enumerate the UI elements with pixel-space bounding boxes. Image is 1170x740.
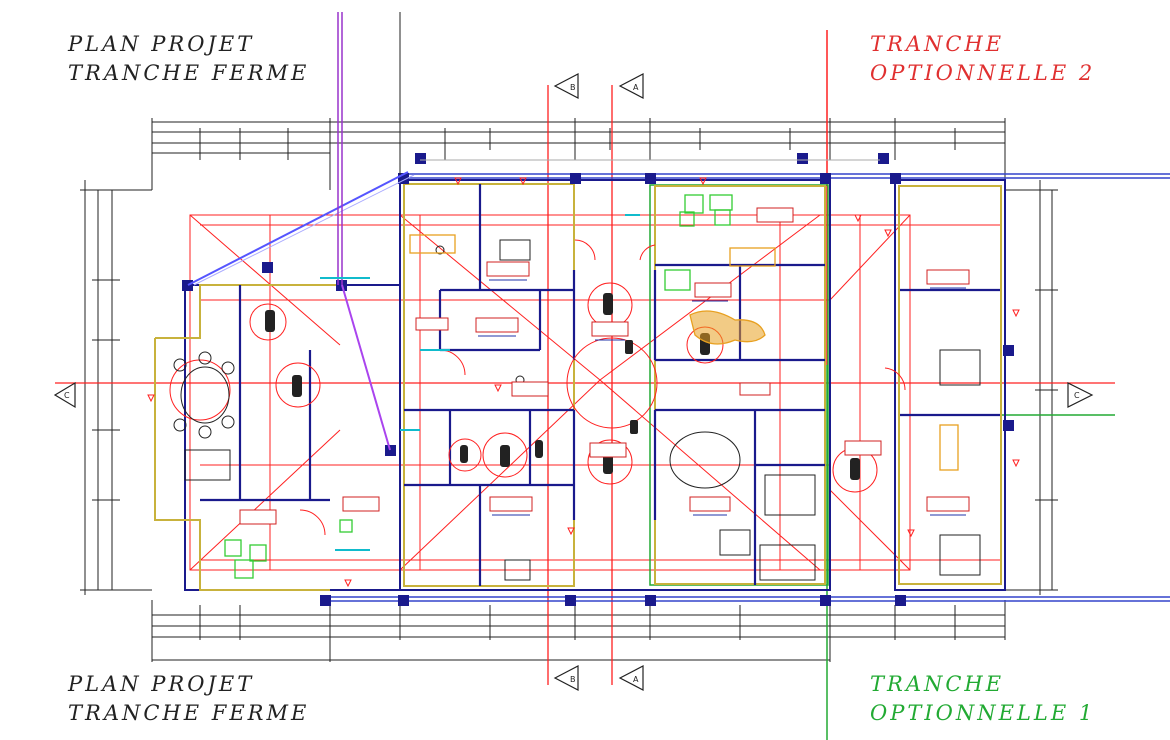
label-plan-projet-top-line1: PLAN PROJET [68, 32, 255, 56]
label-tranche-optionnelle-1-line2: OPTIONNELLE 1 [870, 701, 1096, 725]
green-tranche-line [649, 184, 1115, 740]
section-marker-mid-left: C [53, 381, 76, 409]
label-plan-projet-top-line2: TRANCHE FERME [68, 61, 310, 85]
red-triangle-markers [147, 177, 1020, 588]
section-marker-top-right: A [618, 73, 644, 99]
cyan-accents [320, 214, 640, 551]
section-marker-mid-right-label: C [1074, 391, 1080, 400]
section-marker-bottom-left-label: B [570, 675, 576, 684]
section-marker-bottom-right-label: A [633, 675, 639, 684]
top-dimension-lines [151, 118, 1006, 190]
doors-and-circles [169, 239, 906, 536]
label-plan-projet-bottom: PLAN PROJET TRANCHE FERME [68, 670, 309, 728]
section-marker-bottom-left: B [553, 665, 579, 691]
orange-equipment [409, 234, 959, 471]
section-marker-bottom-right: A [618, 665, 644, 691]
green-equipment [224, 194, 733, 579]
section-marker-mid-left-label: C [64, 391, 70, 400]
bottom-dimension-lines [151, 600, 1006, 662]
section-marker-top-left-label: B [570, 83, 576, 92]
left-dimension-lines [80, 180, 152, 595]
section-marker-top-left: B [553, 73, 579, 99]
label-plan-projet-bottom-line2: TRANCHE FERME [68, 701, 310, 725]
section-marker-mid-right: C [1067, 382, 1094, 408]
label-tranche-optionnelle-1-line1: TRANCHE [870, 672, 1005, 696]
label-tranche-optionnelle-2-line1: TRANCHE [870, 32, 1005, 56]
outer-walls [154, 179, 1006, 591]
label-tranche-optionnelle-2-line2: OPTIONNELLE 2 [870, 61, 1096, 85]
label-plan-projet-bottom-line1: PLAN PROJET [68, 672, 255, 696]
right-dimension-lines [1005, 180, 1058, 595]
room-tags [239, 207, 970, 525]
label-plan-projet-top: PLAN PROJET TRANCHE FERME [68, 30, 309, 88]
section-marker-top-right-label: A [633, 83, 639, 92]
label-tranche-optionnelle-2: TRANCHE OPTIONNELLE 2 [870, 30, 1095, 88]
structural-columns [182, 153, 1014, 606]
internal-walls [200, 184, 1000, 586]
dental-chairs [265, 293, 860, 480]
furniture [173, 239, 981, 581]
red-structure-lines [55, 30, 1115, 685]
ducts [187, 12, 880, 451]
label-tranche-optionnelle-1: TRANCHE OPTIONNELLE 1 [870, 670, 1095, 728]
blue-façade-lines [330, 173, 1170, 602]
